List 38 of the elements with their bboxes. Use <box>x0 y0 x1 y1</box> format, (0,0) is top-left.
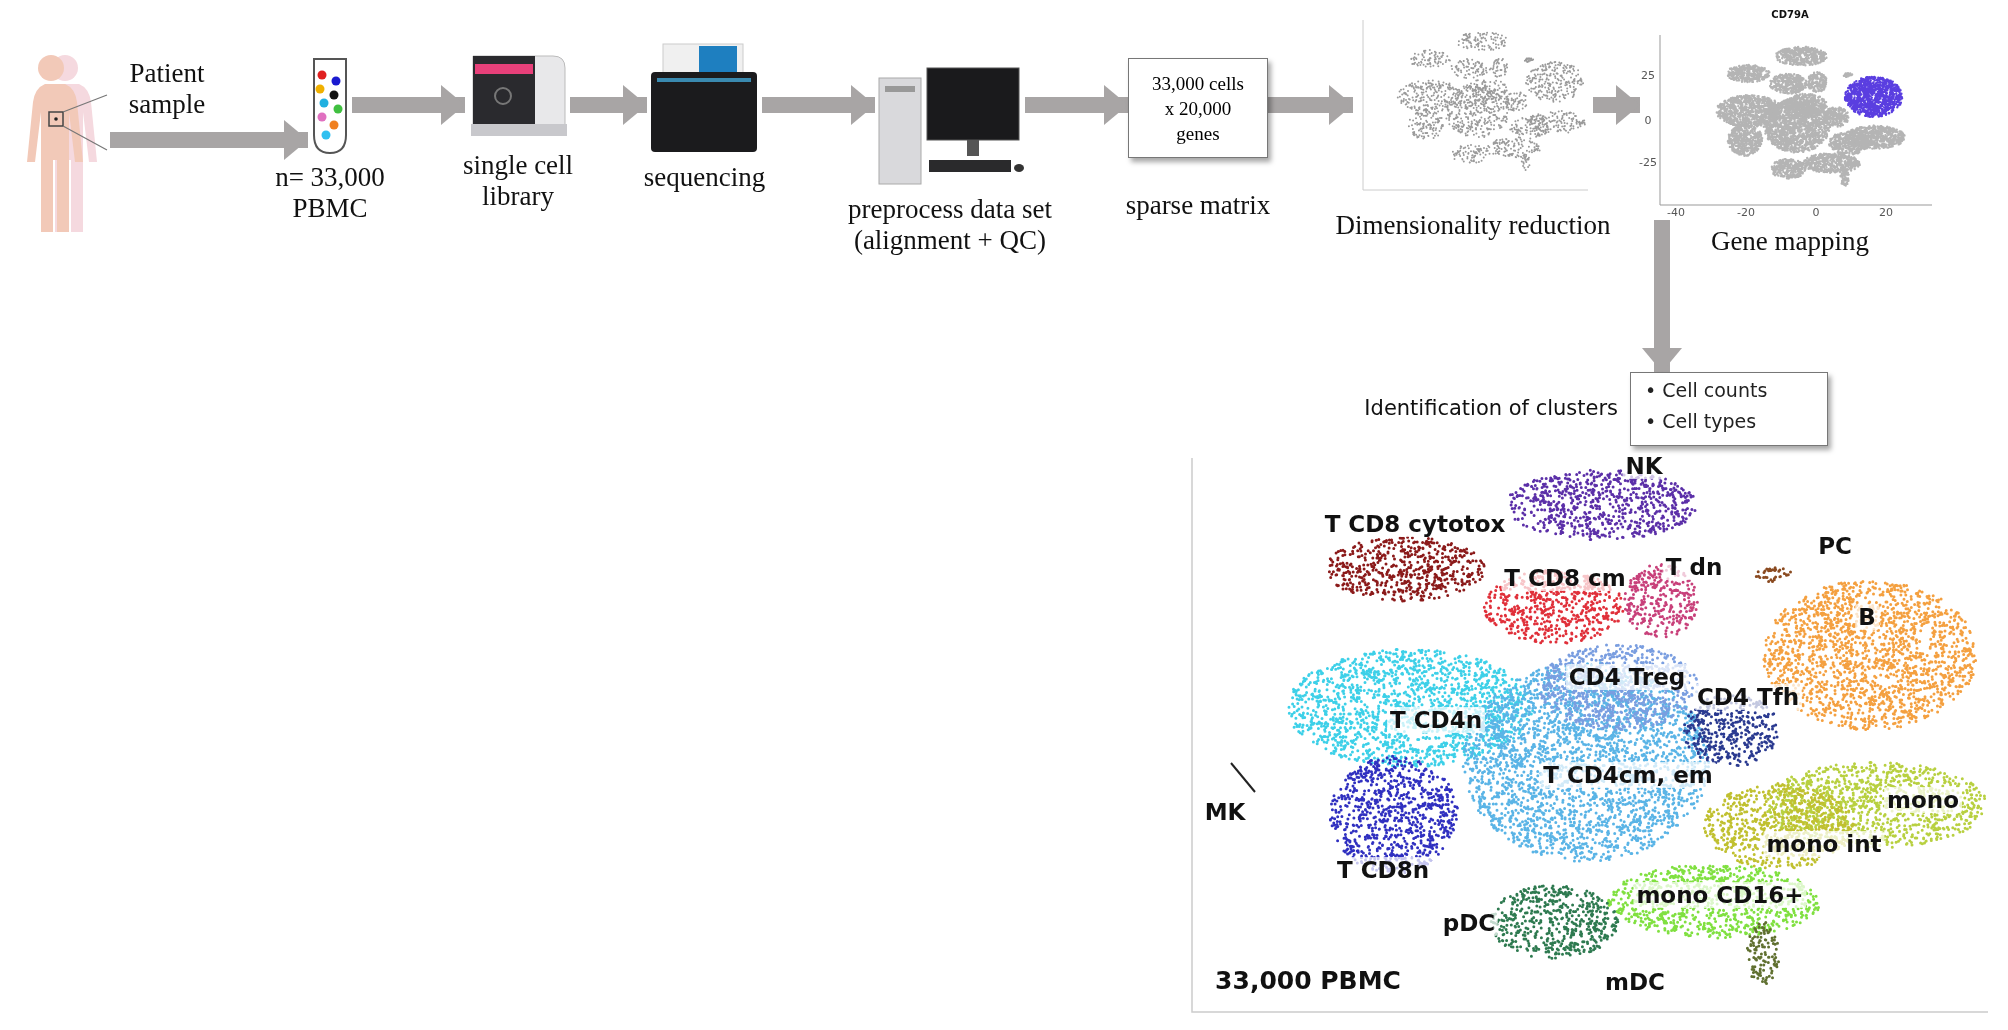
arrow <box>570 85 647 125</box>
cluster-label: T CD4cm, em <box>1540 762 1716 788</box>
arrow <box>110 120 308 160</box>
cluster-label: T CD4n <box>1387 707 1485 733</box>
axis-tick-label: -25 <box>1639 155 1657 169</box>
step-caption: single cell library <box>461 150 575 212</box>
cluster-label: CD4 Treg <box>1565 664 1689 690</box>
arrow <box>1642 220 1682 372</box>
step-caption: sequencing <box>642 162 767 193</box>
cluster-label: CD4 Tfh <box>1693 684 1803 710</box>
axis-tick-label: -40 <box>1667 205 1685 219</box>
matrix-box <box>1128 58 1268 158</box>
cluster-label: mono CD16+ <box>1633 882 1807 908</box>
step-caption: preprocess data set (alignment + QC) <box>847 194 1053 256</box>
bullet-item: • Cell types <box>1645 409 1758 434</box>
step-caption: Patient sample <box>127 58 207 120</box>
cluster-label: mono <box>1884 787 1962 813</box>
step-caption: sparse matrix <box>1124 190 1272 221</box>
arrow <box>1025 85 1128 125</box>
arrow <box>1268 85 1353 125</box>
cluster-label: mono int <box>1763 831 1885 857</box>
bullet-list-box <box>1630 372 1828 446</box>
step-caption: n= 33,000 PBMC <box>274 162 386 224</box>
axis-tick-label: 0 <box>1812 205 1820 219</box>
axis-tick-label: 0 <box>1644 113 1652 127</box>
matrix-dimensions-text: 33,000 cells x 20,000 genes <box>1151 72 1245 146</box>
step-caption: Gene mapping <box>1709 226 1871 257</box>
axis-tick-label: -20 <box>1737 205 1755 219</box>
bullet-item: • Cell counts <box>1645 378 1769 403</box>
plot-title: CD79A <box>1771 8 1809 20</box>
arrow <box>1593 85 1640 125</box>
axis-tick-label: 20 <box>1879 205 1893 219</box>
arrow <box>762 85 875 125</box>
cluster-label: B <box>1855 604 1879 630</box>
step-caption: Dimensionality reduction <box>1334 210 1612 241</box>
step-heading: Identification of clusters <box>1363 395 1618 422</box>
axis-tick-label: 25 <box>1641 68 1655 82</box>
arrow <box>352 85 465 125</box>
